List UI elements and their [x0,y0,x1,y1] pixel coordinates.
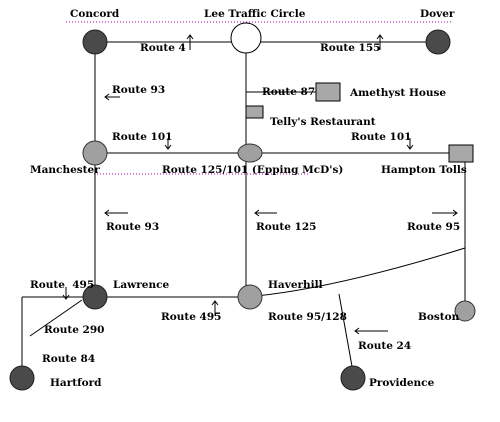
label-lawrence: Lawrence [113,279,169,291]
label-hampton-tolls: Hampton Tolls [381,164,467,176]
node-providence [340,365,366,391]
label-route-101-left: Route 101 [112,131,172,143]
road-route-24 [338,293,354,373]
arrow-route-95 [432,209,458,217]
label-providence: Providence [369,377,435,389]
label-route-495-top: Route 495 [30,279,94,291]
road-route-290 [29,299,83,337]
label-concord: Concord [70,8,120,20]
node-haverhill [237,284,263,310]
label-route-101-right: Route 101 [351,131,411,143]
label-epping: Route 125/101 (Epping McD's) [162,164,343,176]
arrow-route-101-right [406,138,414,150]
label-boston: Boston [418,311,460,323]
arrow-route-101-left [164,138,172,150]
label-haverhill: Haverhill [268,279,323,291]
label-route-93-top: Route 93 [112,84,165,96]
node-concord [82,29,108,55]
label-route-4: Route 4 [140,42,186,54]
node-boston [454,300,476,322]
node-hampton-tolls [448,144,474,163]
arrow-route-24 [354,327,388,335]
node-hartford [9,365,35,391]
label-route-84: Route 84 [42,353,95,365]
label-dover: Dover [420,8,455,20]
road-route-95-128 [245,247,466,298]
arrow-route-4 [186,34,194,50]
arrow-route-495-top [62,287,70,300]
label-route-95-128: Route 95/128 [268,311,347,323]
arrow-route-93-mid [104,209,128,217]
label-route-495-mid: Route 495 [161,311,221,323]
label-route-125: Route 125 [256,221,316,233]
arrow-route-155 [376,34,384,50]
label-route-95: Route 95 [407,221,460,233]
node-amethyst-house [315,82,341,102]
node-dover [425,29,451,55]
label-route-87: Route 87 [262,86,315,98]
node-lee-traffic-circle [230,22,262,54]
arrow-route-495-mid [211,300,219,316]
label-manchester: Manchester [30,164,100,176]
label-lee-traffic-circle: Lee Traffic Circle [204,8,306,20]
label-route-24: Route 24 [358,340,411,352]
label-hartford: Hartford [50,377,102,389]
arrow-route-93-top [104,93,120,101]
label-route-93-mid: Route 93 [106,221,159,233]
label-amethyst-house: Amethyst House [349,87,446,99]
label-route-155: Route 155 [320,42,380,54]
label-tellys-restaurant: Telly's Restaurant [270,116,376,128]
node-tellys-restaurant [245,105,264,119]
label-route-290: Route 290 [44,324,104,336]
node-epping [237,143,263,163]
arrow-route-125 [254,209,277,217]
node-manchester [82,140,108,166]
node-lawrence [82,284,108,310]
